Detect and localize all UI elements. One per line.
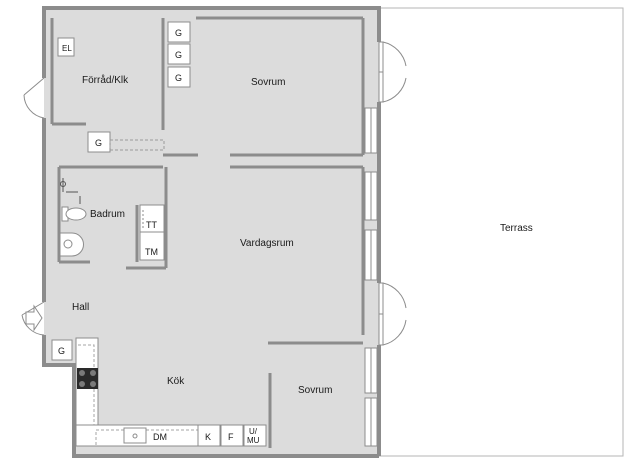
u-label: U/ bbox=[249, 427, 258, 436]
tm-label: TM bbox=[145, 247, 158, 257]
room-label-hall: Hall bbox=[72, 302, 89, 313]
room-label-forrad: Förråd/Klk bbox=[82, 74, 129, 86]
mu-label: MU bbox=[247, 436, 260, 445]
sink-icon bbox=[123, 427, 147, 444]
windows bbox=[364, 107, 378, 447]
f-label: F bbox=[228, 432, 234, 442]
shower-icon bbox=[60, 178, 81, 204]
toilet-icon bbox=[61, 206, 87, 222]
shelving bbox=[109, 139, 165, 151]
cabinet-label-3: G bbox=[175, 73, 182, 83]
k-label: K bbox=[205, 432, 211, 442]
appliance-boxes bbox=[197, 424, 267, 447]
entrance-arrow-icon bbox=[25, 304, 43, 332]
dm-label: DM bbox=[153, 432, 167, 442]
washbasin-icon bbox=[59, 232, 84, 257]
terrace-area bbox=[378, 7, 624, 457]
room-label-vardagsrum: Vardagsrum bbox=[240, 238, 294, 249]
storage-cabinets bbox=[51, 21, 191, 361]
tt-label: TT bbox=[146, 220, 157, 230]
cabinet-label-1: G bbox=[175, 28, 182, 38]
room-label-kok: Kök bbox=[167, 376, 185, 387]
interior-walls bbox=[50, 16, 365, 448]
bathroom-fixtures bbox=[139, 204, 165, 261]
room-label-badrum: Badrum bbox=[90, 209, 125, 220]
room-label-terrass: Terrass bbox=[500, 223, 533, 234]
cabinet-label-5: G bbox=[58, 346, 65, 356]
doors[interactable] bbox=[21, 41, 407, 346]
el-label: EL bbox=[62, 44, 72, 53]
room-label-sovrum-2: Sovrum bbox=[298, 385, 332, 396]
outer-walls bbox=[42, 6, 381, 458]
cabinet-label-4: G bbox=[95, 138, 102, 148]
stove-icon bbox=[77, 368, 98, 389]
cabinet-label-2: G bbox=[175, 50, 182, 60]
room-label-sovrum-1: Sovrum bbox=[251, 77, 285, 88]
